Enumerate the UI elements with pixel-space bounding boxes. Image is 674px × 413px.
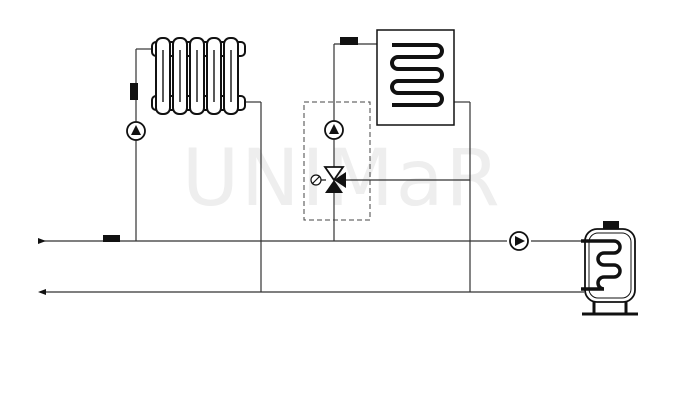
tank-circulation-pump-icon: [509, 231, 529, 251]
radiator-thermostatic-actuator-icon: [130, 83, 138, 100]
return-main-line: [38, 289, 584, 295]
hot-water-tank-icon: [581, 221, 638, 316]
coil-temperature-sensor-icon: [340, 37, 358, 45]
supply-temperature-sensor-icon: [103, 235, 120, 242]
return-arrow-icon: [38, 289, 46, 295]
mixing-circuit: [303, 37, 471, 292]
valve-actuator-icon: [310, 174, 322, 186]
radiator-circulation-pump-icon: [126, 121, 146, 141]
mixing-circulation-pump-icon: [324, 120, 344, 140]
three-way-mixing-valve-icon: [316, 166, 346, 193]
radiator-circuit: [126, 48, 262, 292]
mixing-module-box: [303, 101, 371, 221]
radiator-icon: [151, 37, 246, 115]
tank-temperature-sensor-icon: [603, 221, 619, 229]
supply-arrow-icon: [38, 238, 46, 244]
underfloor-heating-coil-icon: [376, 29, 455, 126]
